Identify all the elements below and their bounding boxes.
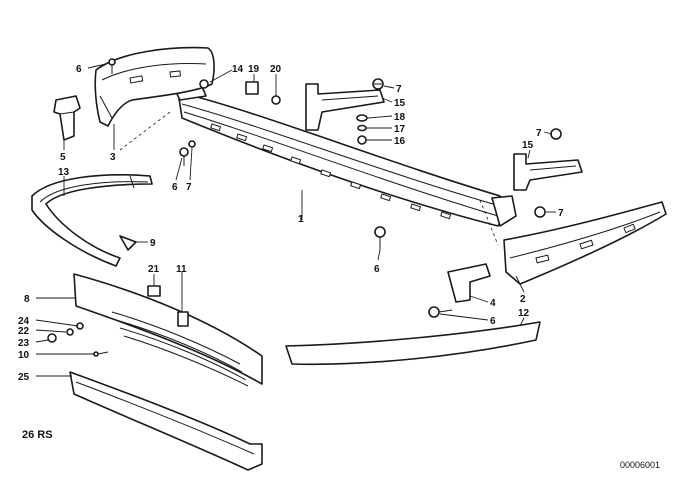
callout-7-top: 7	[396, 84, 402, 95]
part-4-bracket	[447, 263, 491, 303]
callout-22: 22	[18, 326, 30, 337]
callout-7-center-left: 7	[186, 182, 192, 193]
callout-18: 18	[394, 112, 406, 123]
part-15-bracket-right	[513, 153, 583, 191]
callout-3: 3	[110, 152, 116, 163]
part-5-bracket	[53, 95, 81, 141]
callout-16: 16	[394, 136, 406, 147]
leader-lines	[35, 63, 556, 377]
part-3-bumper-corner-left	[94, 46, 215, 127]
callout-6-center: 6	[374, 264, 380, 275]
part-1-bumper-carrier	[119, 81, 517, 246]
callout-9: 9	[150, 238, 156, 249]
callout-15-left: 15	[394, 98, 406, 109]
callout-6-center-left: 6	[172, 182, 178, 193]
callout-23: 23	[18, 338, 30, 349]
callout-4: 4	[490, 298, 496, 309]
part-2-bumper-end-right	[503, 201, 667, 285]
part-25-lower-crossmember	[69, 371, 263, 471]
callout-7-right: 7	[558, 208, 564, 219]
callout-6-bottom-right: 6	[490, 316, 496, 327]
callout-10: 10	[18, 350, 30, 361]
callouts: 6 14 19 20 7 15 18 17 16 7 15 5 3 6 7 13…	[18, 64, 660, 470]
callout-7-right-top: 7	[536, 128, 542, 139]
callout-17: 17	[394, 124, 406, 135]
callout-21: 21	[148, 264, 160, 275]
diagram-reference-number: 00006001	[620, 460, 660, 470]
callout-24: 24	[18, 316, 30, 327]
part-12-trim-strip-right	[285, 321, 541, 366]
callout-12: 12	[518, 308, 530, 319]
hardware	[47, 58, 562, 357]
callout-25: 25	[18, 372, 30, 383]
callout-1: 1	[298, 214, 304, 225]
callout-5: 5	[60, 152, 66, 163]
callout-14: 14	[232, 64, 244, 75]
callout-13: 13	[58, 167, 70, 178]
callout-19: 19	[248, 64, 260, 75]
note-26-rs: 26 RS	[22, 429, 53, 441]
callout-11: 11	[176, 264, 187, 275]
callout-20: 20	[270, 64, 282, 75]
callout-2: 2	[520, 294, 526, 305]
part-8-grille-panel	[73, 273, 263, 387]
callout-8: 8	[24, 294, 30, 305]
part-13-bumper-trim-left	[31, 174, 153, 267]
callout-15-right: 15	[522, 140, 534, 151]
part-15-bracket-left	[305, 83, 385, 131]
callout-6-top-left: 6	[76, 64, 82, 75]
